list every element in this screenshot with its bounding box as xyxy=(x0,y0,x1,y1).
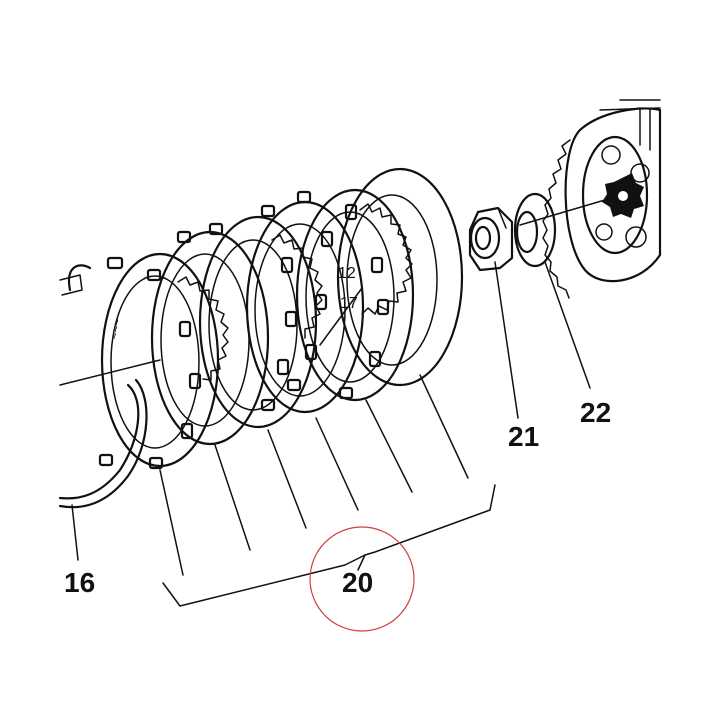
clutch-plate-2 xyxy=(150,222,270,446)
part-label-22: 22 xyxy=(580,397,611,428)
circlip-16 xyxy=(58,264,161,509)
nut-21 xyxy=(468,206,514,272)
clutch-plate-3 xyxy=(198,204,318,429)
washer-22 xyxy=(513,192,557,268)
plate-marking: ~~~~ xyxy=(107,310,126,340)
part-label-20: 20 xyxy=(342,567,373,598)
leader-line-22 xyxy=(544,261,591,389)
clutch-plate-1: ~~~~ xyxy=(98,252,220,470)
leader-lines-20 xyxy=(159,374,496,607)
leader-line-21 xyxy=(494,261,519,419)
part-label-16: 16 xyxy=(64,567,95,598)
clutch-hub-gear xyxy=(542,99,662,299)
highlight-circle xyxy=(309,526,415,632)
leader-line-16 xyxy=(71,504,79,561)
part-label-21: 21 xyxy=(508,421,539,452)
